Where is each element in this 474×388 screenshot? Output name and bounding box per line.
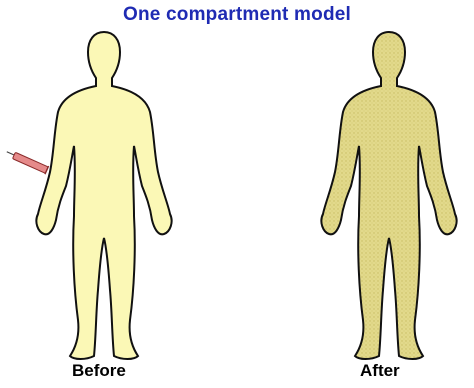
body-after — [321, 32, 456, 359]
label-before: Before — [72, 361, 126, 381]
syringe-icon — [5, 148, 49, 174]
body-before — [36, 32, 171, 359]
label-after: After — [360, 361, 400, 381]
